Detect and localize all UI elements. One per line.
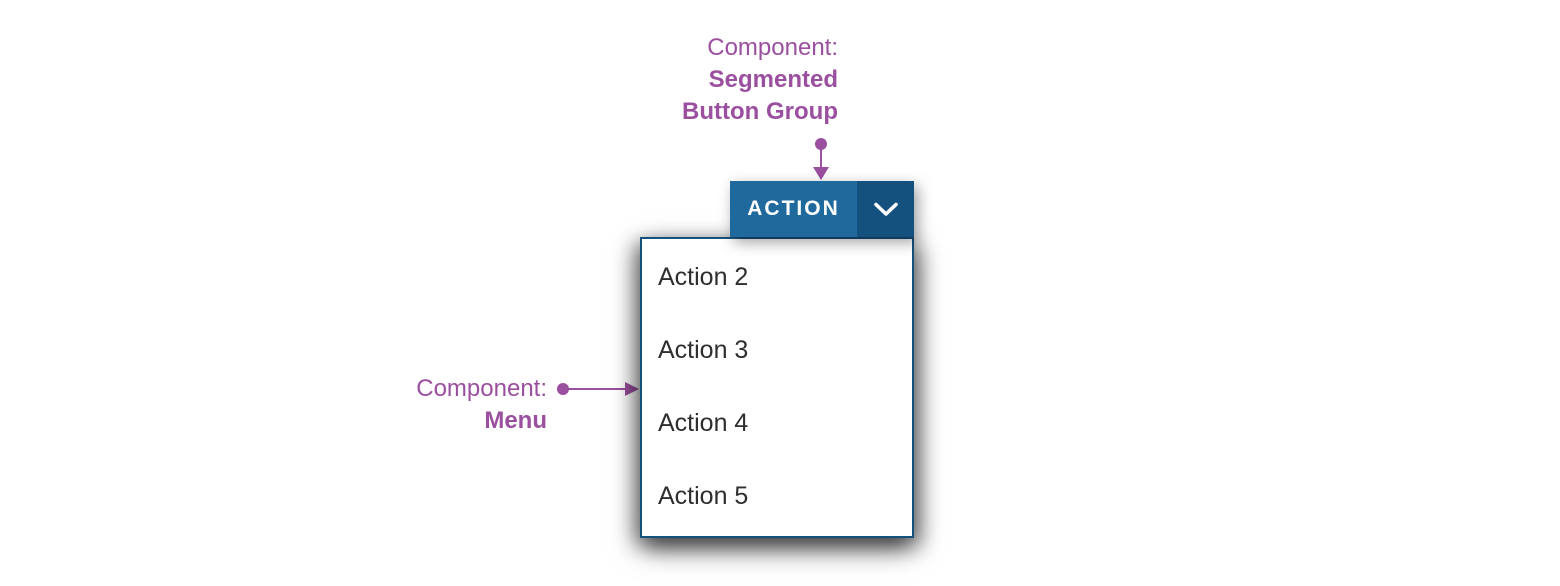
annotation-component-name-line2: Button Group <box>682 98 838 125</box>
annotation-prefix: Component: <box>416 375 547 402</box>
annotation-prefix: Component: <box>707 34 838 61</box>
annotation-segmented-button-group: Component: Segmented Button Group <box>682 32 838 128</box>
menu-item-action-5[interactable]: Action 5 <box>642 460 912 533</box>
annotation-component-name-line1: Segmented <box>708 66 838 93</box>
menu-item-action-4[interactable]: Action 4 <box>642 387 912 460</box>
callout-line-top <box>820 148 822 170</box>
annotation-menu: Component: Menu <box>416 373 547 437</box>
annotation-component-name: Menu <box>484 407 547 434</box>
dropdown-toggle-button[interactable] <box>857 181 914 237</box>
callout-dot-left <box>557 383 569 395</box>
action-button[interactable]: ACTION <box>730 181 857 237</box>
menu-item-action-2[interactable]: Action 2 <box>642 241 912 314</box>
segmented-button-group[interactable]: ACTION <box>730 181 914 237</box>
callout-dot-top <box>815 138 827 150</box>
menu-item-action-3[interactable]: Action 3 <box>642 314 912 387</box>
arrow-down-icon <box>813 167 829 180</box>
callout-line-left <box>567 388 625 390</box>
arrow-right-icon <box>625 382 639 396</box>
dropdown-menu: Action 2 Action 3 Action 4 Action 5 <box>640 237 914 538</box>
chevron-down-icon <box>873 202 899 217</box>
